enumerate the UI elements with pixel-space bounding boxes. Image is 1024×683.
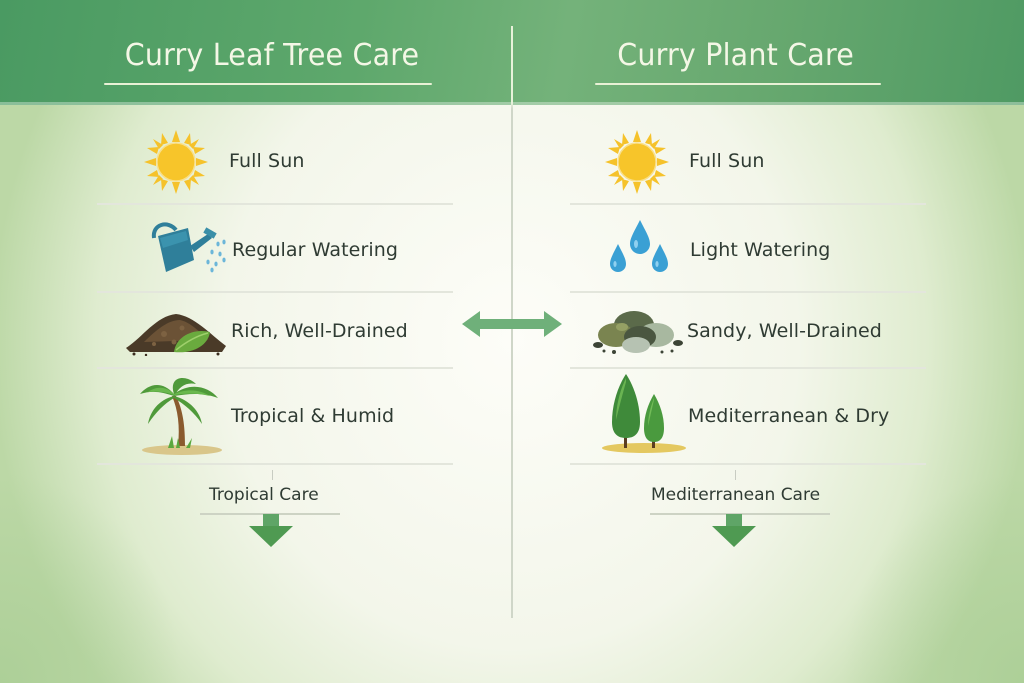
footer-tick xyxy=(735,470,736,480)
sun-icon xyxy=(144,130,208,194)
footer-tick xyxy=(272,470,273,480)
water-drops-icon xyxy=(610,220,668,272)
row-divider xyxy=(97,291,453,293)
rich-soil-icon xyxy=(126,314,226,356)
left-item-label: Tropical & Humid xyxy=(231,405,395,427)
right-item-label: Light Watering xyxy=(690,239,831,261)
left-item-label: Rich, Well-Drained xyxy=(231,320,408,342)
palm-tree-icon xyxy=(140,378,222,455)
cypress-trees-icon xyxy=(602,374,686,453)
right-title-underline xyxy=(595,83,881,85)
right-title: Curry Plant Care xyxy=(617,38,854,73)
row-divider xyxy=(570,203,926,205)
down-arrow-icon xyxy=(249,514,293,547)
right-footer-label: Mediterranean Care xyxy=(651,485,821,505)
row-divider xyxy=(97,203,453,205)
sun-icon xyxy=(605,130,669,194)
double-arrow-icon xyxy=(462,311,562,337)
rocks-icon xyxy=(593,311,683,354)
row-divider xyxy=(570,367,926,369)
row-divider xyxy=(97,367,453,369)
left-title: Curry Leaf Tree Care xyxy=(124,38,420,73)
row-divider xyxy=(97,463,453,465)
left-item-label: Full Sun xyxy=(229,150,305,172)
left-footer-label: Tropical Care xyxy=(209,485,319,505)
row-divider xyxy=(570,291,926,293)
left-item-label: Regular Watering xyxy=(232,239,399,261)
right-item-label: Mediterranean & Dry xyxy=(688,405,890,427)
left-title-underline xyxy=(104,83,432,85)
down-arrow-icon xyxy=(712,514,756,547)
right-item-label: Full Sun xyxy=(689,150,765,172)
watering-can-icon xyxy=(151,222,226,273)
right-item-label: Sandy, Well-Drained xyxy=(687,320,882,342)
row-divider xyxy=(570,463,926,465)
